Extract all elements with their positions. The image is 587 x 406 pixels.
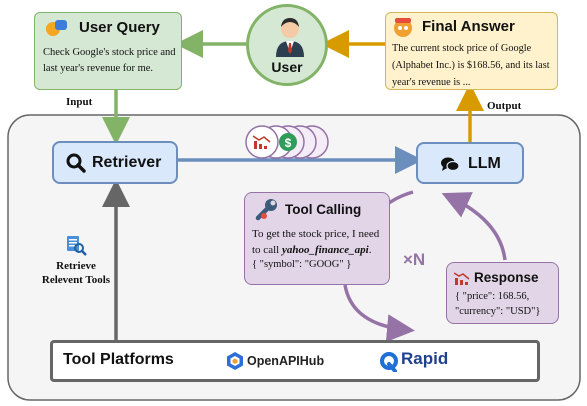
output-label: Output <box>487 100 522 112</box>
retrieve-label-1: Retrieve <box>56 260 96 272</box>
tool-calling-line2: to call yahoo_finance_api. <box>252 244 371 256</box>
user-query-text: Check Google's stock price and last year… <box>43 47 176 74</box>
retriever-box: Retriever <box>52 141 178 184</box>
loop-count-label: ×N <box>403 250 426 269</box>
input-label: Input <box>66 96 93 108</box>
chat-icon <box>440 156 460 173</box>
rapid-logo-icon <box>380 352 398 373</box>
loop-toolcall-to-response <box>343 284 415 343</box>
tool-calling-line1: To get the stock price, I need <box>252 228 380 240</box>
document-search-icon <box>65 234 87 256</box>
loop-response-to-llm <box>441 192 507 261</box>
tool-platforms-label: Tool Platforms <box>63 351 174 368</box>
chat-bubbles-icon <box>45 19 67 39</box>
retriever-label: Retriever <box>92 154 162 171</box>
tool-coins-icon: $ <box>245 125 329 159</box>
tool-calling-line2-suffix: . <box>368 244 372 256</box>
response-line1: { "price": 168.56, <box>455 291 530 302</box>
llm-box: LLM <box>416 142 524 184</box>
openapihub-logo-icon <box>225 351 245 371</box>
user-node: User <box>246 4 328 86</box>
tool-calling-title: Tool Calling <box>285 202 362 217</box>
rapid-name: Rapid <box>401 349 449 368</box>
llm-label: LLM <box>468 155 501 172</box>
user-label: User <box>271 59 303 75</box>
response-line2: "currency": "USD"} <box>455 306 541 317</box>
stock-chart-icon <box>453 271 470 285</box>
tool-calling-line3: { "symbol": "GOOG" } <box>252 259 352 270</box>
final-answer-title: Final Answer <box>422 18 515 35</box>
svg-text:$: $ <box>285 136 292 150</box>
openapihub-name: OpenAPIHub <box>247 354 325 368</box>
final-answer-box: Final Answer The current stock price of … <box>385 12 558 90</box>
wrench-icon <box>254 196 280 222</box>
user-avatar-icon <box>273 13 307 57</box>
response-box: Response { "price": 168.56, "currency": … <box>446 262 559 324</box>
retrieve-label-2: Relevent Tools <box>41 274 111 286</box>
tool-calling-line2-prefix: to call <box>252 244 282 256</box>
user-query-box: User Query Check Google's stock price an… <box>34 12 182 90</box>
tool-calling-api-name: yahoo_finance_api <box>281 244 369 256</box>
tool-calling-box: Tool Calling To get the stock price, I n… <box>244 192 390 285</box>
magnifier-icon <box>66 153 86 173</box>
final-answer-text: The current stock price of Google (Alpha… <box>392 43 550 88</box>
user-query-title: User Query <box>79 19 160 36</box>
tool-platforms-bar: Tool Platforms OpenAPIHub Rapid <box>50 340 540 382</box>
robot-icon <box>392 16 414 38</box>
response-title: Response <box>474 270 539 285</box>
